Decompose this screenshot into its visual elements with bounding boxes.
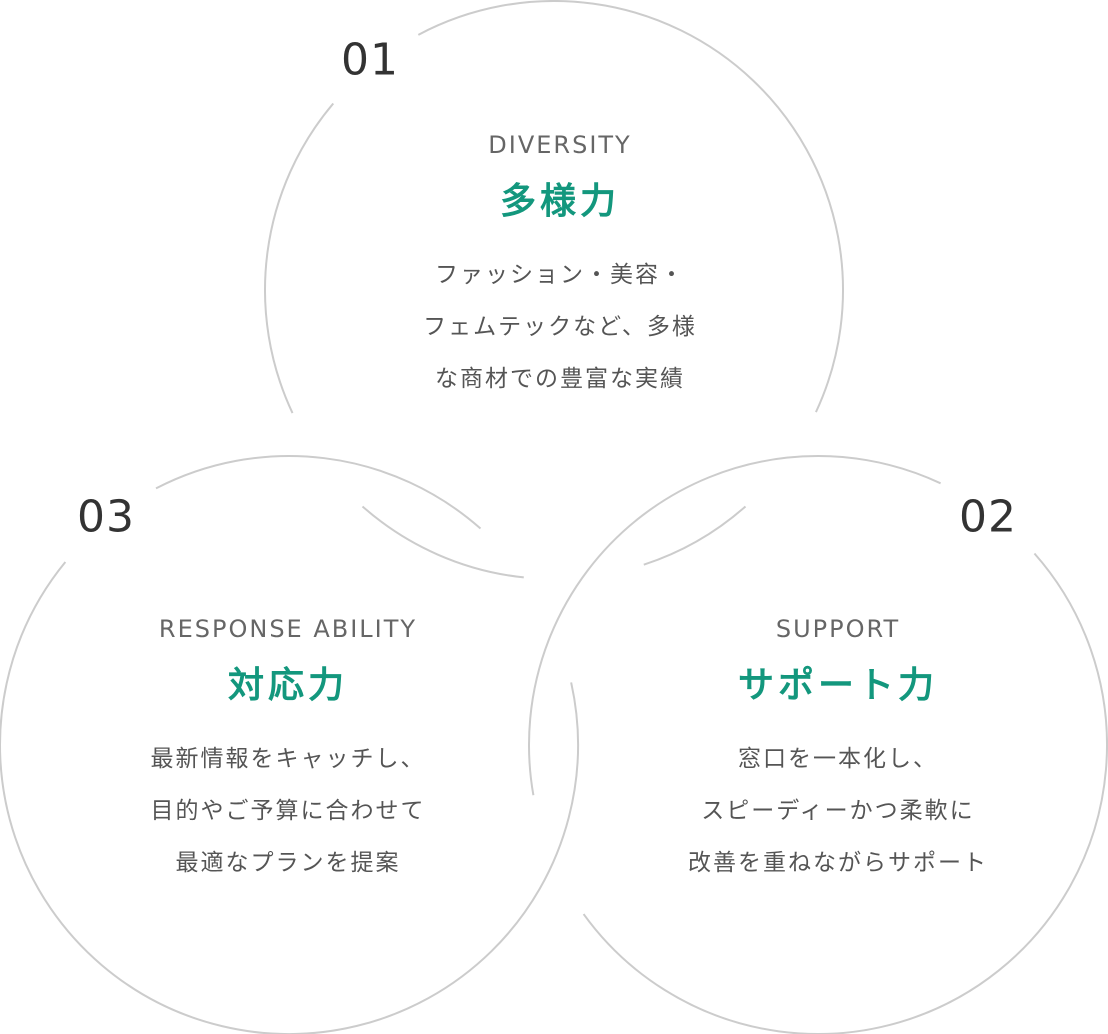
desc-line: 最適なプランを提案: [175, 850, 401, 876]
circle-diversity-arc: [264, 102, 335, 414]
circle-response-arc: [155, 455, 482, 530]
response-label-en: RESPONSE ABILITY: [158, 615, 418, 643]
diversity-title: 多様力: [499, 181, 620, 222]
desc-line: な商材での豊富な実績: [435, 366, 685, 392]
response-description: 最新情報をキャッチし、 目的やご予算に合わせて 最適なプランを提案: [58, 733, 518, 889]
desc-line: 窓口を一本化し、: [738, 746, 938, 772]
circle-support-arc: [582, 552, 1108, 1034]
diversity-block: DIVERSITY 多様力 ファッション・美容・ フェムテックなど、多様 な商材…: [330, 127, 790, 405]
circle-response-arc: [0, 561, 579, 1034]
desc-line: スピーディーかつ柔軟に: [701, 798, 975, 824]
support-label-en: SUPPORT: [775, 615, 901, 643]
diversity-label-en: DIVERSITY: [488, 131, 632, 159]
circle-diversity-arc: [643, 505, 747, 566]
diversity-description: ファッション・美容・ フェムテックなど、多様 な商材での豊富な実績: [330, 249, 790, 405]
support-block: SUPPORT サポート力 窓口を一本化し、 スピーディーかつ柔軟に 改善を重ね…: [608, 611, 1068, 889]
circle-diversity-arc: [361, 505, 524, 579]
number-03: 03: [77, 491, 135, 543]
circle-diversity-arc: [417, 0, 844, 413]
desc-line: 最新情報をキャッチし、: [150, 746, 426, 772]
desc-line: 目的やご予算に合わせて: [150, 798, 426, 824]
support-title: サポート力: [737, 665, 938, 706]
response-block: RESPONSE ABILITY 対応力 最新情報をキャッチし、 目的やご予算に…: [58, 611, 518, 889]
desc-line: 改善を重ねながらサポート: [688, 850, 988, 876]
desc-line: ファッション・美容・: [435, 262, 685, 288]
response-title: 対応力: [227, 665, 348, 706]
desc-line: フェムテックなど、多様: [423, 314, 697, 340]
number-01: 01: [341, 34, 399, 86]
circle-support-arc: [528, 455, 942, 796]
number-02: 02: [959, 491, 1017, 543]
support-description: 窓口を一本化し、 スピーディーかつ柔軟に 改善を重ねながらサポート: [608, 733, 1068, 889]
